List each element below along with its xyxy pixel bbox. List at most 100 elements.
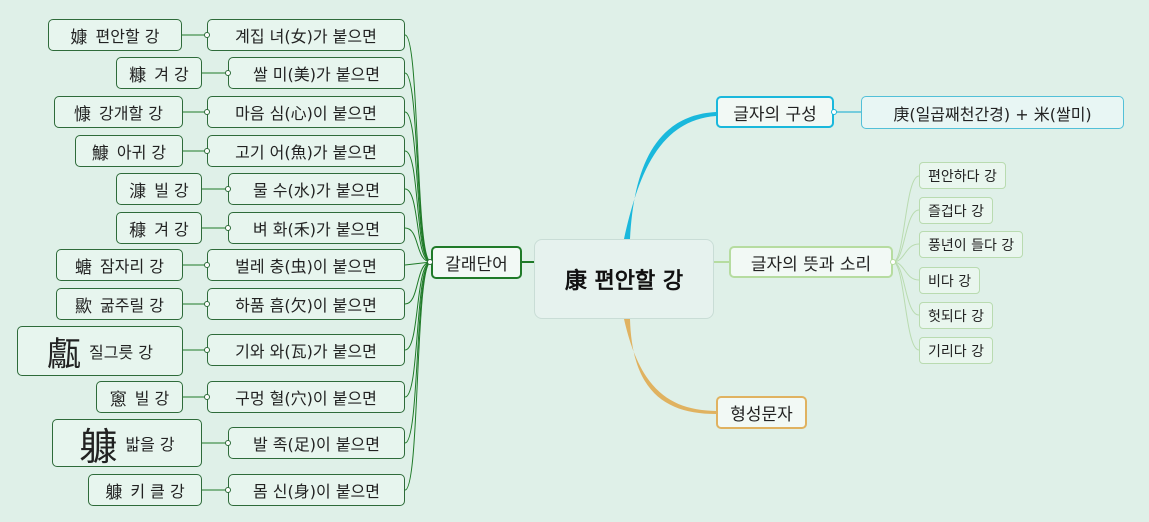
central-topic[interactable]: 康 편안할 강 [534, 239, 714, 319]
branch-meaning-label: 글자의 뜻과 소리 [750, 254, 872, 275]
derived-word-meaning: 키 클 강 [130, 482, 185, 501]
derived-word-glyph: 歞 [75, 296, 93, 317]
derived-word-meaning: 아귀 강 [116, 143, 167, 162]
derived-word-node[interactable]: 鱇 아귀 강 [75, 135, 183, 167]
derived-word-node[interactable]: 漮 빌 강 [116, 173, 202, 205]
meaning-item[interactable]: 즐겁다 강 [919, 197, 993, 224]
radical-label: 구멍 혈(穴)이 붙으면 [235, 389, 377, 408]
radical-node[interactable]: 구멍 혈(穴)이 붙으면 [207, 381, 405, 413]
derived-word-glyph: 窻 [109, 389, 127, 410]
branch-formation-type[interactable]: 형성문자 [716, 396, 807, 429]
radical-connector-dot [204, 32, 210, 38]
derived-word-node[interactable]: 糠 겨 강 [116, 57, 202, 89]
radical-node[interactable]: 쌀 미(美)가 붙으면 [228, 57, 405, 89]
link-root-type [624, 319, 716, 414]
meaning-item-label: 즐겁다 강 [928, 203, 984, 220]
meaning-item-label: 기리다 강 [928, 343, 984, 360]
radical-node[interactable]: 계집 녀(女)가 붙으면 [207, 19, 405, 51]
radical-node[interactable]: 하품 흠(欠)이 붙으면 [207, 288, 405, 320]
radical-connector-dot [204, 394, 210, 400]
radical-label: 발 족(足)이 붙으면 [253, 435, 380, 454]
derived-word-meaning: 편안할 강 [95, 27, 160, 46]
derived-word-glyph: 漮 [129, 181, 147, 202]
derived-word-node[interactable]: 窻 빌 강 [96, 381, 183, 413]
derived-word-glyph: 螗 [75, 257, 93, 278]
radical-node[interactable]: 발 족(足)이 붙으면 [228, 427, 405, 459]
derived-word-glyph: 慷 [74, 104, 92, 125]
branch-words-connector-dot [427, 259, 433, 265]
radical-connector-dot [204, 148, 210, 154]
derived-word-node[interactable]: 躿 키 클 강 [88, 474, 202, 506]
derived-word-glyph: 嫝 [70, 27, 88, 48]
radical-connector-dot [225, 225, 231, 231]
meaning-item[interactable]: 헛되다 강 [919, 302, 993, 329]
derived-word-node[interactable]: 躿 밟을 강 [52, 419, 202, 469]
radical-node[interactable]: 고기 어(魚)가 붙으면 [207, 135, 405, 167]
radical-node[interactable]: 마음 심(心)이 붙으면 [207, 96, 405, 128]
derived-word-meaning: 강개할 강 [99, 104, 163, 123]
radical-label: 몸 신(身)이 붙으면 [253, 482, 380, 501]
radical-label: 기와 와(瓦)가 붙으면 [235, 342, 377, 361]
meaning-item-label: 비다 강 [928, 273, 972, 290]
meaning-item-label: 헛되다 강 [928, 308, 984, 325]
derived-word-meaning: 빌 강 [134, 389, 170, 408]
radical-label: 벌레 충(虫)이 붙으면 [235, 257, 377, 276]
radical-node[interactable]: 몸 신(身)이 붙으면 [228, 474, 405, 506]
radical-connector-dot [225, 440, 231, 446]
derived-word-node[interactable]: 螗 잠자리 강 [56, 249, 183, 281]
radical-connector-dot [204, 262, 210, 268]
radical-node[interactable]: 물 수(水)가 붙으면 [228, 173, 405, 205]
radical-label: 하품 흠(欠)이 붙으면 [235, 296, 377, 315]
derived-word-glyph: 糠 [129, 65, 147, 86]
branch-words-label: 갈래단어 [445, 255, 508, 275]
links-meaning-items [892, 175, 920, 351]
radical-connector-dot [204, 109, 210, 115]
branch-meaning-connector-dot [890, 259, 896, 265]
branch-meaning[interactable]: 글자의 뜻과 소리 [729, 246, 893, 278]
derived-word-glyph: 躿 [105, 482, 123, 503]
derived-word-glyph: 鱇 [91, 143, 109, 164]
derived-word-glyph: 甗 [47, 334, 82, 375]
derived-word-node[interactable]: 歞 굶주릴 강 [56, 288, 183, 320]
radical-node[interactable]: 벌레 충(虫)이 붙으면 [207, 249, 405, 281]
meaning-item[interactable]: 풍년이 들다 강 [919, 231, 1024, 258]
meaning-item-label: 편안하다 강 [928, 168, 997, 185]
derived-word-meaning: 겨 강 [154, 220, 189, 239]
meaning-item[interactable]: 편안하다 강 [919, 162, 1006, 189]
radical-connector-dot [225, 186, 231, 192]
derived-word-node[interactable]: 嫝 편안할 강 [48, 19, 182, 51]
radical-connector-dot [225, 70, 231, 76]
derived-word-meaning: 겨 강 [154, 65, 189, 84]
composition-detail-label: 庚(일곱째천간경) + 米(쌀미) [893, 104, 1092, 124]
radical-connector-dot [204, 301, 210, 307]
branch-formation-type-label: 형성문자 [730, 405, 793, 425]
derived-word-glyph: 穅 [129, 220, 147, 241]
derived-word-meaning: 밟을 강 [125, 435, 175, 454]
derived-word-meaning: 잠자리 강 [100, 257, 164, 276]
meaning-item-label: 풍년이 들다 강 [928, 237, 1015, 254]
branch-words[interactable]: 갈래단어 [431, 246, 522, 279]
radical-label: 물 수(水)가 붙으면 [253, 181, 380, 200]
radical-label: 쌀 미(美)가 붙으면 [253, 65, 380, 84]
derived-word-meaning: 굶주릴 강 [100, 296, 164, 315]
radical-label: 고기 어(魚)가 붙으면 [235, 143, 377, 162]
derived-word-node[interactable]: 甗 질그릇 강 [17, 326, 183, 376]
meaning-item[interactable]: 기리다 강 [919, 337, 993, 364]
meaning-item[interactable]: 비다 강 [919, 267, 981, 294]
link-root-composition [624, 112, 716, 239]
radical-connector-dot [204, 347, 210, 353]
composition-detail[interactable]: 庚(일곱째천간경) + 米(쌀미) [861, 96, 1124, 129]
branch-composition-connector-dot [831, 109, 837, 115]
radical-node[interactable]: 벼 화(禾)가 붙으면 [228, 212, 405, 244]
branch-composition-label: 글자의 구성 [733, 104, 817, 125]
radical-connector-dot [225, 487, 231, 493]
radical-label: 마음 심(心)이 붙으면 [235, 104, 377, 123]
radical-label: 계집 녀(女)가 붙으면 [235, 27, 377, 46]
derived-word-glyph: 躿 [79, 424, 118, 469]
derived-word-meaning: 빌 강 [154, 181, 189, 200]
derived-word-node[interactable]: 慷 강개할 강 [54, 96, 183, 128]
radical-label: 벼 화(禾)가 붙으면 [253, 220, 380, 239]
branch-composition[interactable]: 글자의 구성 [716, 96, 834, 128]
radical-node[interactable]: 기와 와(瓦)가 붙으면 [207, 334, 405, 366]
derived-word-node[interactable]: 穅 겨 강 [116, 212, 202, 244]
